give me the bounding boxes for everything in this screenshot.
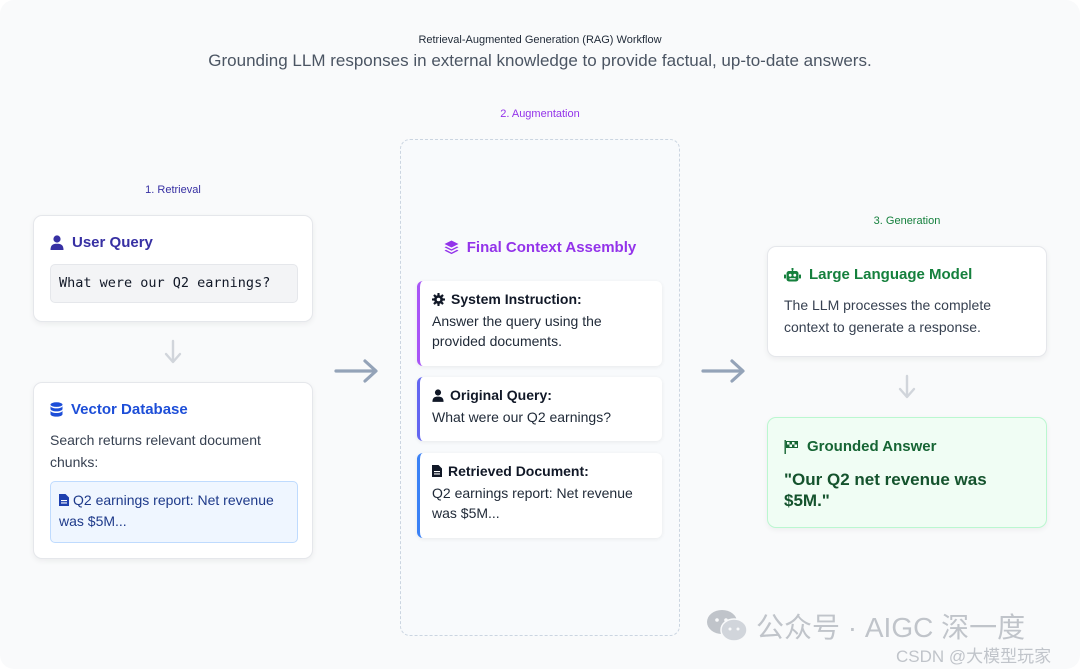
layers-icon [444,240,459,255]
grounded-answer-header: Grounded Answer [784,438,936,455]
original-query-card: Original Query: What were our Q2 earning… [417,377,662,441]
file-icon [59,494,69,506]
context-assembly-title: Final Context Assembly [466,239,637,256]
user-query-header: User Query [50,234,296,251]
system-instruction-header: System Instruction: [432,291,650,307]
database-icon [50,402,63,417]
user-icon [432,388,444,402]
grounded-answer-text: "Our Q2 net revenue was $5M." [784,470,987,510]
retrieved-document-card: Retrieved Document: Q2 earnings report: … [417,453,662,538]
vector-db-title: Vector Database [71,401,188,418]
document-chunk: Q2 earnings report: Net revenue was $5M.… [50,481,298,543]
llm-header: Large Language Model [784,266,1030,283]
grounded-answer-title: Grounded Answer [807,438,937,455]
arrow-down-retrieval [164,339,182,364]
arrow-right-augmentation [334,359,378,383]
retrieved-document-text: Q2 earnings report: Net revenue was $5M.… [432,485,633,521]
flag-icon [784,439,798,454]
system-instruction-card: System Instruction: Answer the query usi… [417,281,662,366]
stage-label-augmentation: 2. Augmentation [500,108,580,120]
watermark: 公众号 · AIGC 深一度 [706,606,1025,646]
robot-icon [784,267,801,281]
context-assembly-header: Final Context Assembly [400,239,680,256]
watermark-csdn: CSDN @大模型玩家 [896,647,1052,666]
arrow-down-generation [898,374,916,399]
system-instruction-heading: System Instruction: [451,291,582,307]
user-query-text: What were our Q2 earnings? [50,264,298,303]
llm-card: Large Language Model The LLM processes t… [767,246,1047,357]
file-icon [432,465,442,477]
original-query-header: Original Query: [432,387,650,403]
stage-label-retrieval: 1. Retrieval [145,184,201,196]
gear-icon [432,292,445,306]
llm-title: Large Language Model [809,266,973,283]
user-icon [50,235,64,250]
diagram-title: Retrieval-Augmented Generation (RAG) Wor… [418,34,662,46]
vector-db-card: Vector Database Search returns relevant … [33,382,313,559]
watermark-text: 公众号 · AIGC 深一度 [756,612,1026,643]
document-chunk-text: Q2 earnings report: Net revenue was $5M.… [59,492,274,529]
original-query-text: What were our Q2 earnings? [432,409,611,425]
user-query-card: User Query What were our Q2 earnings? [33,215,313,322]
original-query-heading: Original Query: [450,387,552,403]
arrow-right-generation [701,359,745,383]
llm-description: The LLM processes the complete context t… [784,297,991,335]
vector-db-header: Vector Database [50,401,296,418]
diagram-subtitle: Grounding LLM responses in external know… [208,51,872,70]
retrieved-document-heading: Retrieved Document: [448,463,589,479]
stage-label-generation: 3. Generation [873,215,941,227]
wechat-icon [707,610,748,642]
retrieved-document-header: Retrieved Document: [432,463,650,479]
grounded-answer-card: Grounded Answer "Our Q2 net revenue was … [767,417,1047,528]
user-query-title: User Query [72,234,153,251]
vector-db-description: Search returns relevant document chunks: [50,432,261,470]
system-instruction-text: Answer the query using the provided docu… [432,313,602,349]
